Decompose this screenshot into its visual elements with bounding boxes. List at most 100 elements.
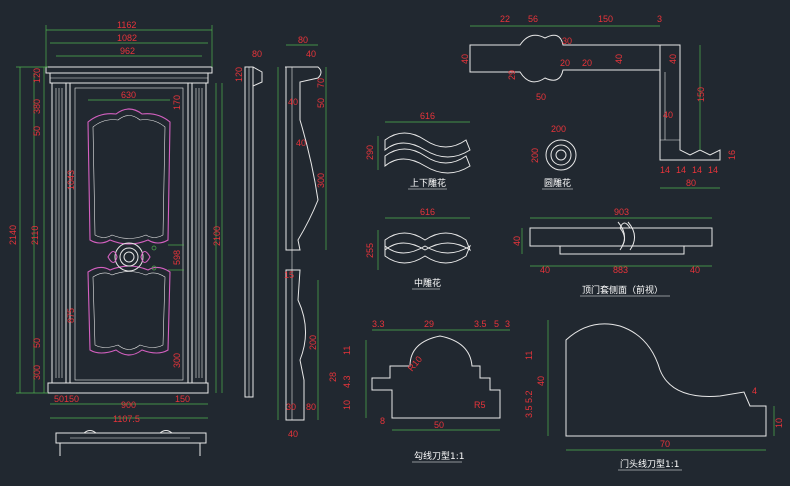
head-line-profile: 11 40 3.5 5.2 4 10 70 门头线刀型1:1	[524, 320, 784, 471]
dim-l40b: 40	[540, 265, 550, 275]
dim-t40c: 40	[668, 54, 678, 64]
dim-s120: 120	[234, 67, 244, 82]
dim-170: 170	[172, 95, 182, 110]
dim-g5: 5	[494, 319, 499, 329]
dim-s40b: 40	[288, 97, 298, 107]
dim-s300: 300	[316, 173, 326, 188]
groove-profile: 3.3 29 3.5 5 3 11 28 4.3 10 R10 R5 8 50 …	[328, 319, 510, 463]
label-top-bottom-flower: 上下雕花	[410, 177, 446, 189]
dim-2100: 2100	[212, 226, 222, 246]
dim-120a: 120	[32, 68, 42, 83]
dim-s200: 200	[308, 335, 318, 350]
dim-h70: 70	[660, 439, 670, 449]
dim-s80b: 80	[298, 35, 308, 45]
dim-t22: 22	[500, 14, 510, 24]
dim-1107: 1107.5	[113, 414, 140, 424]
label-groove-profile: 勾线刀型1:1	[414, 450, 465, 462]
dim-g11: 11	[342, 346, 352, 355]
dim-s30: 30	[286, 402, 296, 412]
dim-g29: 29	[424, 319, 434, 329]
dim-t14: 14	[660, 165, 670, 175]
dim-962: 962	[120, 46, 135, 56]
dim-1043: 1043	[66, 170, 76, 190]
dim-875: 875	[66, 308, 76, 323]
dim-s80c: 80	[306, 402, 316, 412]
dim-300a: 300	[32, 365, 42, 380]
dim-l40c: 40	[690, 265, 700, 275]
dim-150b: 150	[175, 394, 190, 404]
dim-1082: 1082	[117, 33, 137, 43]
dim-g35: 3.5	[474, 319, 487, 329]
dim-t150: 150	[598, 14, 613, 24]
dim-t40d: 40	[663, 110, 673, 120]
dim-1162: 1162	[117, 20, 136, 30]
side-thin-profile: 80 120	[234, 49, 263, 398]
dim-t30: 30	[562, 36, 572, 46]
dim-g43: 4.3	[342, 375, 352, 388]
door-dimensions: 1162 1082 962 630 2140 2110 120 380 50 1…	[8, 20, 223, 424]
dim-s40c: 40	[296, 138, 306, 148]
dim-2110: 2110	[30, 226, 40, 245]
dim-t40a: 40	[460, 54, 470, 64]
dim-t16: 16	[727, 150, 737, 160]
dim-g10: 10	[342, 400, 352, 410]
label-round-flower: 圆雕花	[544, 177, 571, 189]
dim-h11: 11	[524, 351, 534, 360]
middle-flower: 616 255 中雕花	[365, 207, 472, 290]
top-bottom-flower: 616 290 上下雕花	[365, 111, 471, 190]
dim-g3: 3	[505, 319, 510, 329]
dim-f200a: 200	[551, 124, 566, 134]
dim-s50: 50	[316, 98, 326, 108]
label-head-line-profile: 门头线刀型1:1	[620, 458, 680, 470]
dim-l883: 883	[613, 265, 628, 275]
dim-f200b: 200	[530, 148, 540, 163]
dim-f616b: 616	[420, 207, 435, 217]
dim-gR5: R5	[474, 400, 486, 410]
dim-630: 630	[121, 90, 136, 100]
dim-h4: 4	[752, 386, 757, 396]
dim-t56: 56	[528, 14, 538, 24]
door-elevation	[45, 66, 213, 394]
dim-s70: 70	[316, 78, 326, 88]
dim-s15: 15	[284, 270, 294, 280]
dim-t50: 50	[536, 92, 546, 102]
dim-t20a: 20	[560, 58, 570, 68]
dim-s80a: 80	[252, 49, 262, 59]
dim-t14c: 14	[692, 165, 702, 175]
dim-l40a: 40	[512, 236, 522, 246]
dim-900: 900	[121, 400, 136, 410]
dim-t40b: 40	[614, 54, 624, 64]
dim-t3: 3	[657, 14, 662, 24]
dim-t14b: 14	[676, 165, 686, 175]
head-profile: 22 56 150 3 40 29 20 20 40 50 30 40 150 …	[460, 14, 737, 189]
dim-g8: 8	[380, 416, 385, 426]
dim-t150b: 150	[696, 87, 706, 102]
dim-h352: 3.5 5.2	[524, 390, 534, 418]
dim-g33: 3.3	[372, 319, 385, 329]
dim-t29: 29	[507, 70, 517, 80]
dim-50b: 50	[32, 338, 42, 348]
top-line-side-view: 903 40 40 883 40 顶门套侧面（前视）	[512, 207, 713, 297]
label-top-line-side: 顶门套侧面（前视）	[582, 284, 663, 296]
side-frame-profile: 80 40 40 50 70 40 300 15 200 30 80 40	[277, 35, 327, 439]
dim-t14d: 14	[708, 165, 718, 175]
label-middle-flower: 中雕花	[414, 277, 441, 289]
dim-f255: 255	[365, 243, 375, 258]
dim-h10: 10	[774, 418, 784, 428]
dim-f616a: 616	[420, 111, 435, 121]
dim-2140: 2140	[8, 225, 18, 245]
round-flower: 200 200 圆雕花	[530, 124, 577, 190]
dim-50c: 50	[54, 394, 64, 404]
dim-g50: 50	[434, 420, 444, 430]
dim-f290: 290	[365, 145, 375, 160]
dim-h40: 40	[536, 376, 546, 386]
dim-g28: 28	[328, 372, 338, 382]
dim-t80: 80	[686, 178, 696, 188]
dim-s40a: 40	[306, 49, 316, 59]
dim-s40d: 40	[288, 429, 298, 439]
dim-l903: 903	[614, 207, 629, 217]
dim-50a: 50	[32, 126, 42, 136]
dim-598: 598	[172, 250, 182, 265]
dim-150a: 150	[64, 394, 79, 404]
